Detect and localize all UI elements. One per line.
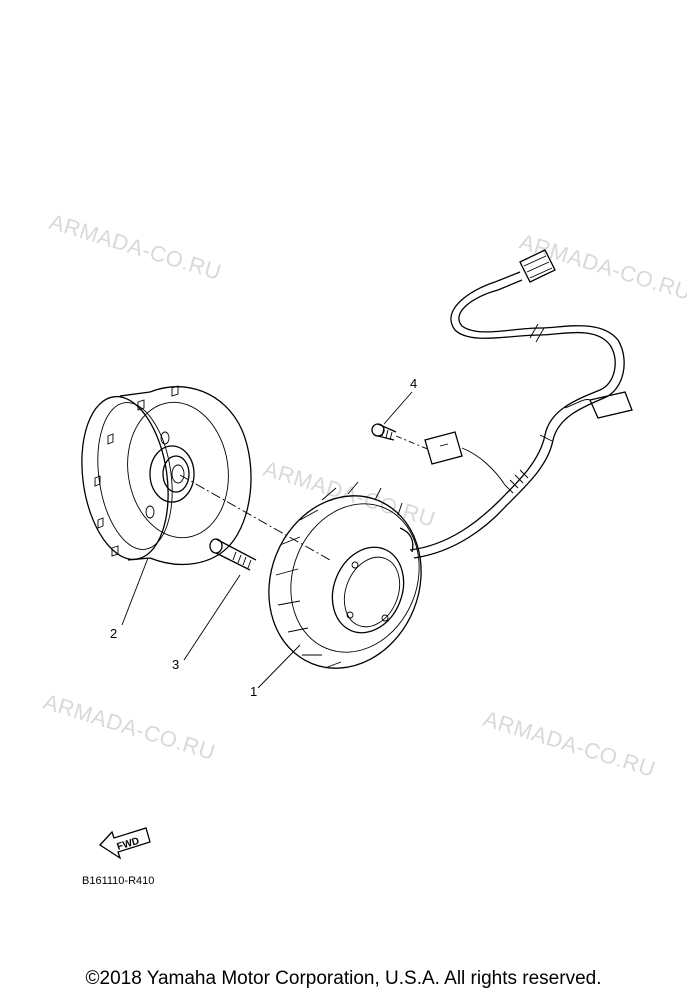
alignment-line-2 [395,435,431,451]
callout-3: 3 [172,657,179,672]
alignment-line-1 [179,474,331,561]
callout-1: 1 [250,684,257,699]
copyright-notice: ©2018 Yamaha Motor Corporation, U.S.A. A… [85,968,602,989]
leader-2 [121,557,149,626]
leader-3 [183,574,241,661]
callout-2: 2 [110,626,117,641]
fwd-arrow-icon: FWD [98,827,151,860]
watermark-3: ARMADA-CO.RU [261,456,439,532]
watermark-4: ARMADA-CO.RU [41,689,219,765]
leader-4 [383,391,413,425]
leader-1 [257,644,301,689]
diagram-code: B161110-R410 [82,875,154,887]
fwd-label: FWD [116,836,141,853]
rotor-flywheel [81,385,252,566]
bolt-part-3 [209,538,257,571]
watermark-2: ARMADA-CO.RU [517,229,687,305]
callout-4: 4 [410,376,417,391]
stator-assembly [268,481,422,669]
wire-harness [409,249,633,559]
watermark-5: ARMADA-CO.RU [481,706,659,782]
watermark-1: ARMADA-CO.RU [47,209,225,285]
screw-part-4 [371,423,397,441]
